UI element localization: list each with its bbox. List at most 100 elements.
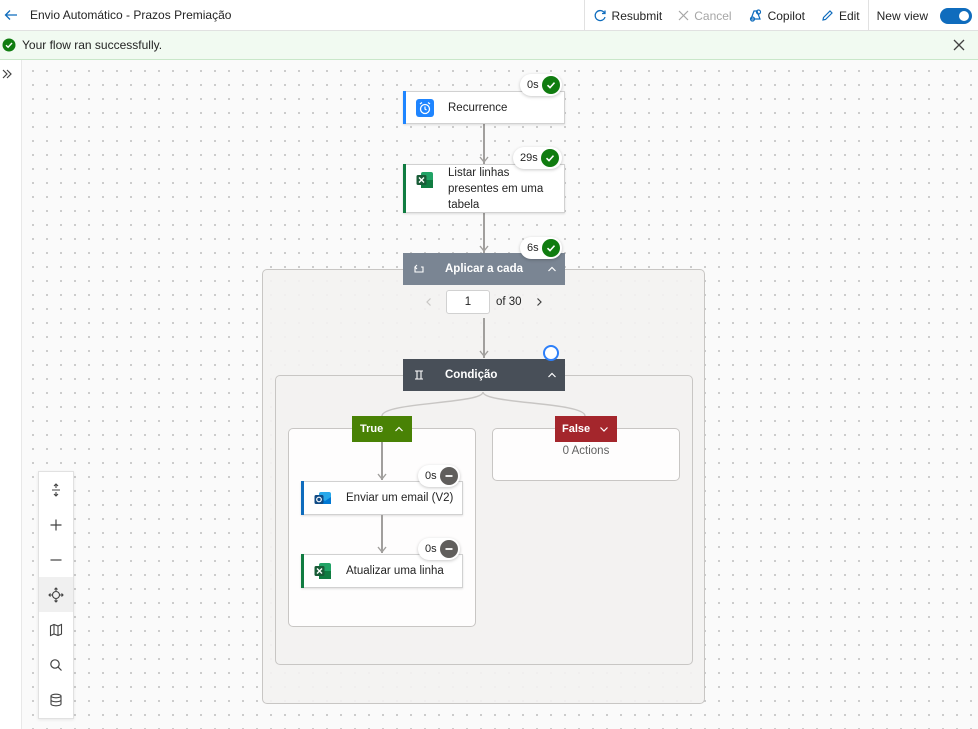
connector [483, 318, 485, 358]
duration-text: 29s [520, 152, 538, 164]
toolbar: Resubmit Cancel Copilot Edit New view [583, 0, 978, 31]
flow-title: Envio Automático - Prazos Premiação [30, 8, 232, 22]
card-accent [403, 164, 406, 213]
connector [381, 515, 383, 553]
back-button[interactable] [0, 0, 22, 31]
condition-icon [415, 370, 423, 380]
card-accent [301, 554, 304, 588]
close-icon [678, 10, 689, 21]
arrow-left-icon [4, 10, 17, 20]
arrow-head-icon [479, 350, 489, 358]
new-view-control[interactable]: New view [869, 0, 978, 31]
success-check-icon [541, 239, 560, 257]
pencil-icon [822, 10, 833, 21]
zoom-in-button[interactable] [39, 507, 73, 542]
loop-icon [414, 264, 424, 273]
iteration-pager: 1 of 30 [424, 290, 544, 314]
copilot-label: Copilot [767, 8, 805, 23]
false-branch-empty-text: 0 Actions [562, 445, 610, 457]
update-row-label: Atualizar uma linha [346, 565, 444, 577]
database-icon [50, 693, 62, 706]
connector [483, 213, 485, 253]
excel-icon [314, 563, 331, 579]
close-icon[interactable] [952, 38, 966, 52]
run-duration-badge: 0s [418, 465, 460, 487]
skipped-icon [439, 467, 458, 485]
chevron-right-icon[interactable] [534, 297, 544, 307]
arrow-head-icon [479, 156, 489, 164]
send-email-action-card[interactable]: Enviar um email (V2) [301, 481, 463, 515]
data-button[interactable] [39, 682, 73, 717]
move-icon [48, 586, 64, 603]
copilot-icon [749, 9, 761, 22]
duration-text: 0s [527, 79, 539, 91]
banner-message: Your flow ran successfully. [22, 38, 163, 52]
alarm-clock-icon [416, 98, 434, 117]
arrow-head-icon [479, 245, 489, 253]
success-check-icon [540, 149, 559, 167]
plus-icon [50, 519, 62, 530]
canvas-controls [38, 471, 74, 719]
edit-label: Edit [838, 8, 860, 23]
recurrence-label: Recurrence [448, 101, 508, 114]
pan-button[interactable] [39, 577, 73, 612]
arrow-head-icon [377, 546, 387, 554]
check-circle-icon [2, 38, 16, 52]
iteration-value: 1 [464, 296, 472, 308]
resubmit-button[interactable]: Resubmit [585, 0, 671, 31]
vertical-arrows-icon [52, 482, 60, 497]
refresh-icon [594, 9, 606, 21]
send-email-label: Enviar um email (V2) [346, 492, 454, 504]
apply-to-each-label: Aplicar a cada [445, 263, 523, 275]
minus-icon [50, 558, 62, 561]
run-duration-badge: 6s [520, 237, 562, 259]
branch-connector [381, 391, 586, 417]
edit-button[interactable]: Edit [813, 0, 868, 31]
false-branch-header[interactable]: False [555, 416, 617, 442]
true-branch-header[interactable]: True [352, 416, 412, 442]
arrow-head-icon [377, 473, 387, 481]
chevron-up-icon[interactable] [394, 424, 404, 434]
outlook-icon [314, 492, 331, 504]
skipped-icon [439, 540, 458, 558]
true-branch-label: True [360, 423, 384, 435]
cancel-label: Cancel [694, 8, 732, 23]
new-view-toggle[interactable] [940, 7, 972, 24]
copilot-button[interactable]: Copilot [740, 0, 813, 31]
toolbar-divider [583, 0, 585, 31]
duration-text: 0s [425, 543, 437, 555]
search-icon [50, 658, 62, 671]
loading-spinner-icon [543, 345, 559, 361]
cancel-button[interactable]: Cancel [670, 0, 739, 31]
excel-icon [416, 172, 433, 188]
left-rail [0, 60, 22, 729]
chevron-down-icon[interactable] [599, 424, 609, 434]
resubmit-label: Resubmit [611, 8, 663, 23]
card-accent [301, 481, 304, 515]
connector [381, 442, 383, 480]
chevron-left-icon[interactable] [424, 297, 434, 307]
condition-label: Condição [445, 369, 498, 381]
chevron-up-icon[interactable] [547, 370, 557, 380]
iteration-total: of 30 [496, 296, 522, 308]
success-banner: Your flow ran successfully. [0, 31, 978, 60]
new-view-label: New view [876, 8, 928, 23]
condition-header[interactable]: Condição [403, 359, 565, 391]
toolbar-divider [867, 0, 869, 31]
connector [483, 124, 485, 164]
chevron-up-icon[interactable] [547, 264, 557, 274]
duration-text: 6s [527, 242, 539, 254]
list-rows-label: Listar linhas presentes em uma tabela [448, 166, 544, 211]
top-bar: Envio Automático - Prazos Premiação Resu… [0, 0, 978, 31]
card-accent [403, 91, 406, 124]
search-button[interactable] [39, 647, 73, 682]
false-branch-label: False [562, 423, 591, 435]
double-chevron-right-icon[interactable] [1, 68, 13, 80]
fit-vertical-button[interactable] [39, 472, 73, 507]
run-duration-badge: 29s [513, 147, 562, 169]
zoom-out-button[interactable] [39, 542, 73, 577]
iteration-input[interactable]: 1 [446, 290, 490, 314]
recurrence-action-card[interactable]: Recurrence [403, 91, 565, 124]
list-rows-action-card[interactable]: Listar linhas presentes em uma tabela [403, 164, 565, 213]
minimap-button[interactable] [39, 612, 73, 647]
